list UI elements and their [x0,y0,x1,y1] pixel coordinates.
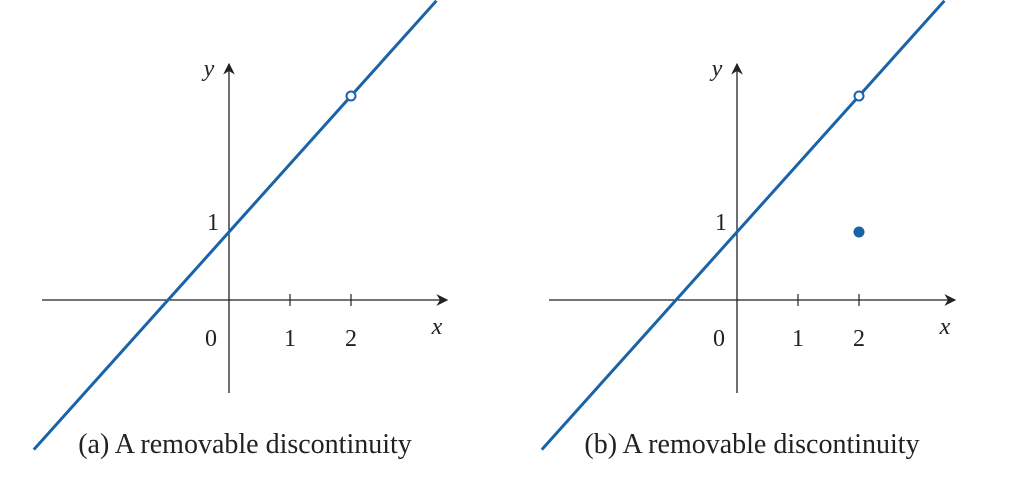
y-tick-label: 1 [207,210,219,236]
x-tick-label: 2 [345,326,357,352]
chart-caption: (b) A removable discontinuity [584,429,919,460]
chart-caption: (a) A removable discontinuity [78,429,412,460]
chart-panel-a: 0 1 2 1 x y (a) A removable discontinuity [32,0,449,460]
chart-panel-b: 0 1 2 1 x y (b) A removable discontinuity [540,0,957,460]
x-tick-label: 2 [853,326,865,352]
series-line-tail [352,0,438,94]
y-tick-label: 1 [715,210,727,236]
x-tick-label: 1 [284,326,296,352]
x-axis-label: x [431,314,443,340]
open-point [853,90,865,102]
open-point [345,90,357,102]
x-axis-label: x [939,314,951,340]
y-axis-label: y [202,56,215,82]
series-line [32,98,350,451]
filled-point [853,226,865,238]
x-tick-label: 0 [713,326,725,352]
x-tick-label: 1 [792,326,804,352]
series-line [540,98,858,451]
x-tick-label: 0 [205,326,217,352]
y-axis-label: y [710,56,723,82]
series-line-tail [860,0,946,94]
